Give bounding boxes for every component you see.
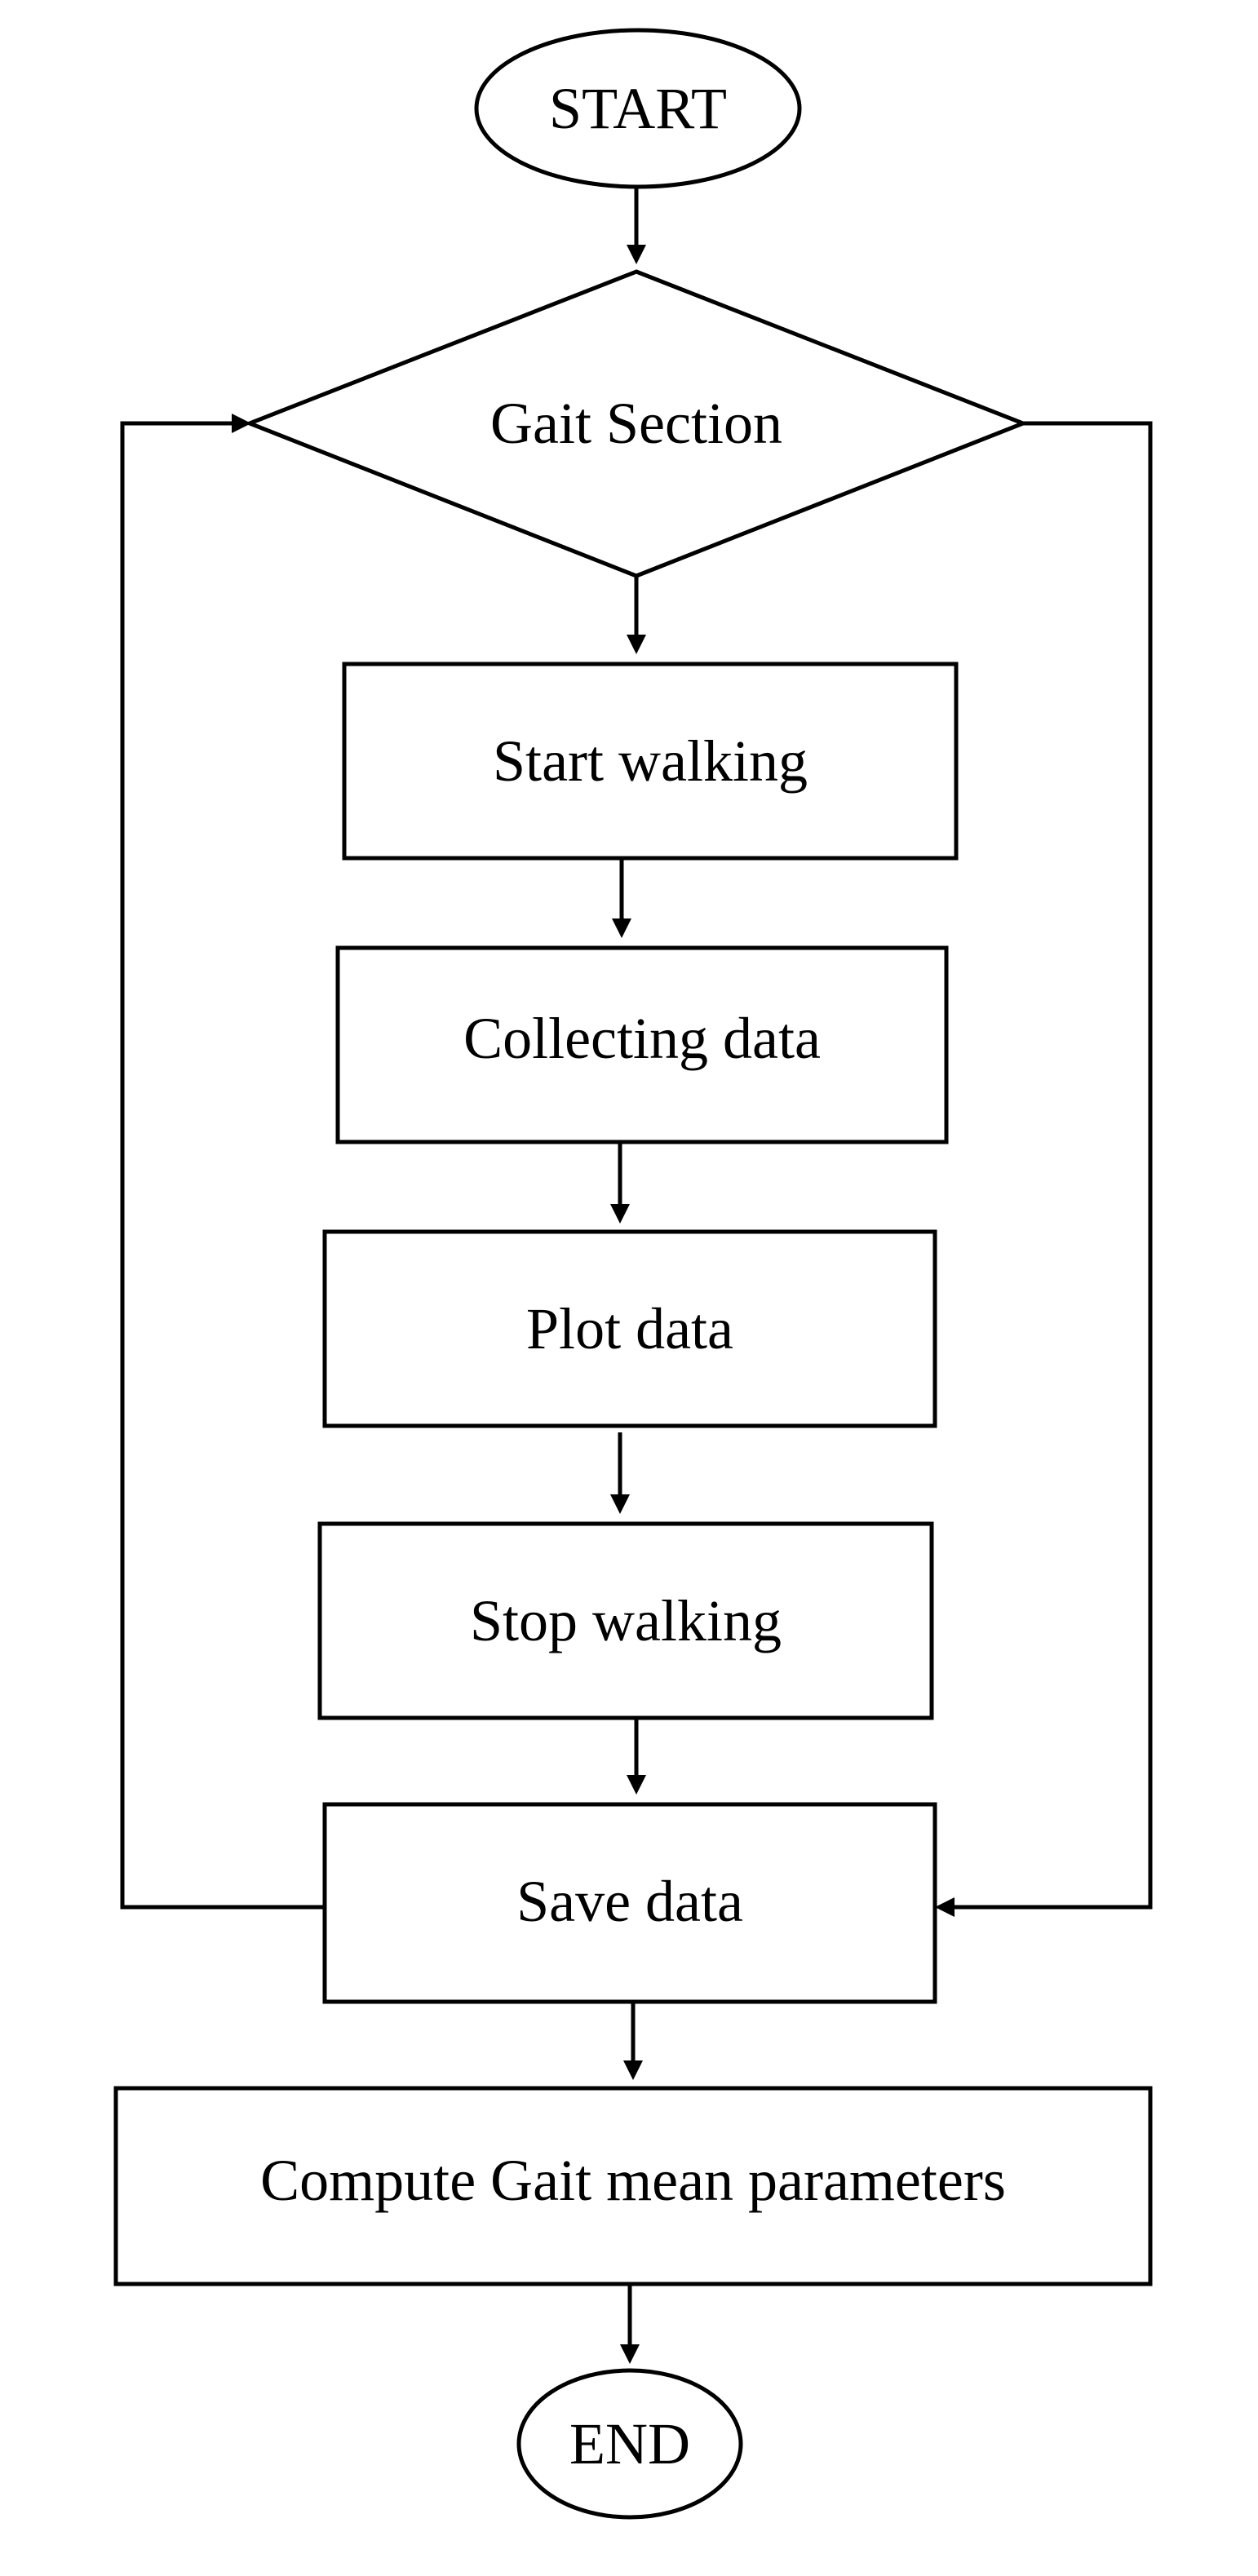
arrow-decision-to-start-walking bbox=[627, 576, 646, 654]
step-plot-data: Plot data bbox=[322, 1229, 937, 1428]
arrow-plot-to-stop bbox=[610, 1432, 630, 1514]
arrow-start-to-decision bbox=[627, 187, 646, 264]
compute-label: Compute Gait mean parameters bbox=[260, 2148, 1006, 2213]
arrow-compute-to-end bbox=[620, 2284, 640, 2364]
arrow-collecting-to-plot bbox=[610, 1142, 630, 1224]
plot-data-label: Plot data bbox=[526, 1296, 733, 1361]
branch-arrow-decision-to-save bbox=[935, 421, 1153, 1917]
step-save-data: Save data bbox=[322, 1802, 937, 2004]
save-data-label: Save data bbox=[516, 1869, 743, 1934]
step-collecting-data: Collecting data bbox=[335, 945, 949, 1144]
collecting-data-label: Collecting data bbox=[463, 1006, 821, 1071]
loop-arrow-save-to-decision bbox=[120, 414, 325, 1910]
start-label: START bbox=[549, 76, 727, 141]
decision-label: Gait Section bbox=[490, 391, 782, 456]
step-stop-walking: Stop walking bbox=[317, 1521, 934, 1720]
arrow-stop-to-save bbox=[627, 1718, 646, 1795]
stop-walking-label: Stop walking bbox=[470, 1588, 782, 1653]
start-node: START bbox=[474, 28, 802, 189]
end-node: END bbox=[516, 2368, 743, 2520]
arrow-start-walking-to-collecting bbox=[612, 858, 631, 938]
decision-node: Gait Section bbox=[244, 269, 1029, 578]
start-walking-label: Start walking bbox=[493, 728, 808, 794]
end-label: END bbox=[569, 2411, 690, 2476]
step-compute-gait-mean-parameters: Compute Gait mean parameters bbox=[113, 2086, 1153, 2286]
step-start-walking: Start walking bbox=[342, 662, 959, 861]
arrow-save-to-compute bbox=[623, 2002, 643, 2080]
